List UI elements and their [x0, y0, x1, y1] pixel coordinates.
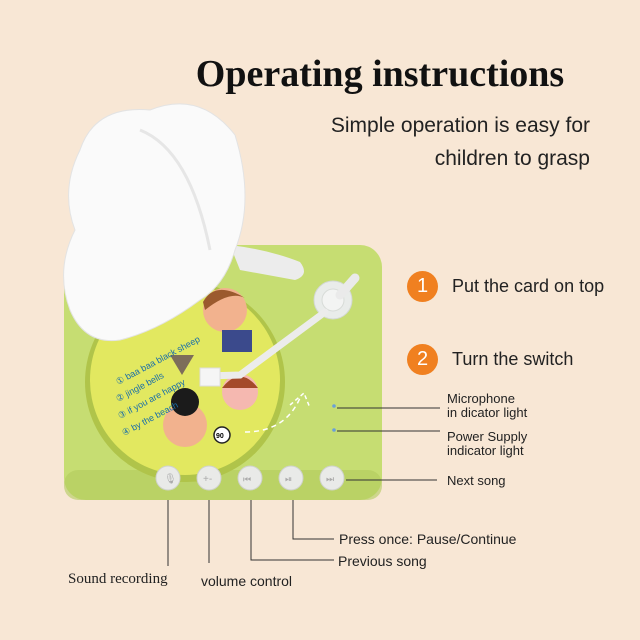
pause-button: ⏯ — [278, 465, 304, 491]
previous-song-label: Previous song — [338, 553, 427, 569]
step-number-badge: 2 — [407, 344, 438, 375]
power-indicator-light — [332, 428, 336, 432]
volume-control-label: volume control — [201, 573, 293, 589]
next-icon: ⏭ — [326, 474, 334, 484]
play-pause-icon: ⏯ — [285, 474, 292, 484]
label-line: indicator light — [447, 443, 524, 458]
badge: 90 — [216, 433, 224, 440]
badge-circle — [213, 426, 231, 444]
character-child-hair — [171, 388, 199, 416]
character-child — [163, 403, 207, 447]
record-button: 🎙 — [155, 465, 181, 491]
label-line: in dicator light — [447, 405, 528, 420]
microphone-indicator-light — [332, 404, 336, 408]
tonearm-counterweight — [335, 273, 360, 300]
dashed-arrow-head — [289, 391, 311, 409]
next-song-label: Next song — [447, 473, 506, 488]
character-girl-hair — [222, 376, 258, 388]
label-line: Power Supply — [447, 429, 528, 444]
previous-button: ⏮ — [237, 465, 263, 491]
horn-neck — [230, 245, 304, 280]
leader-lines — [167, 407, 440, 566]
previous-icon: ⏮ — [243, 474, 251, 484]
gramophone-horn — [63, 103, 246, 342]
plus-minus-icon: +- — [203, 474, 212, 485]
subtitle-line-1: Simple operation is easy for — [330, 114, 590, 137]
volume-button: +- — [196, 465, 222, 491]
center-triangle — [170, 355, 194, 375]
power-label: Power Supply indicator light — [447, 430, 527, 458]
next-button: ⏭ — [319, 465, 345, 491]
label-line: Microphone — [447, 391, 515, 406]
step-1: 1 Put the card on top — [407, 271, 604, 302]
character-boy-shirt — [222, 330, 252, 352]
microphone-icon: 🎙 — [164, 473, 177, 485]
horn-fold — [139, 128, 212, 251]
page-title: Operating instructions — [195, 53, 565, 95]
microphone-label: Microphone in dicator light — [447, 392, 527, 420]
step-text: Put the card on top — [452, 276, 605, 296]
tonearm-head — [199, 367, 221, 387]
pause-label: Press once: Pause/Continue — [339, 531, 517, 547]
step-number-badge: 1 — [407, 271, 438, 302]
step-text: Turn the switch — [452, 349, 574, 369]
character-boy-hair — [203, 289, 245, 310]
subtitle-line-2: children to grasp — [434, 147, 590, 170]
sound-recording-label: Sound recording — [68, 571, 168, 587]
step-2: 2 Turn the switch — [407, 344, 573, 375]
